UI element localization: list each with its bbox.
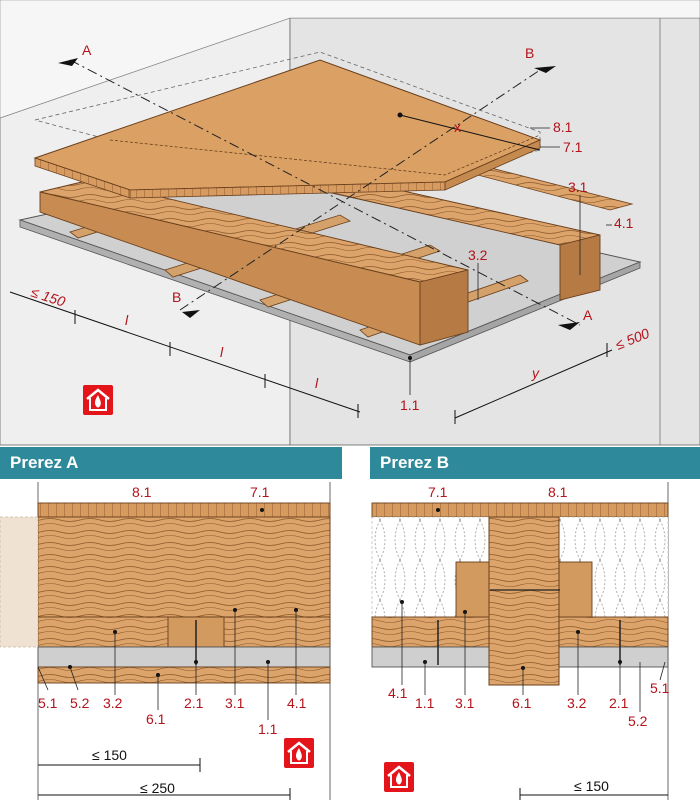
sec-a-dim-150: ≤ 150 [92,747,127,763]
section-b-drawing: 7.1 8.1 4.1 1.1 3.1 6.1 3.2 2.1 5.1 5.2 … [371,482,670,800]
sec-b-label-4-1: 4.1 [388,685,408,701]
sec-a-label-1-1: 1.1 [258,721,278,737]
sec-a-label-4-1: 4.1 [287,695,307,711]
iso-label-span-2: l [220,344,224,360]
sec-b-label-8-1: 8.1 [548,484,568,500]
span-dimension-line [9,291,361,413]
iso-label-y: y [531,365,540,381]
sec-b-label-7-1: 7.1 [428,484,448,500]
iso-label-span-3: l [315,375,319,391]
y-dimension-line [454,349,613,419]
section-a-joist-upper [37,516,331,618]
sec-b-label-6-1: 6.1 [512,695,532,711]
fire-safety-icon [284,738,314,768]
section-b-title: Prerez B [370,447,700,479]
section-b-board [371,502,669,518]
sec-b-label-5-1: 5.1 [650,680,670,696]
sec-a-label-5-2: 5.2 [70,695,90,711]
section-line-b [179,69,541,311]
sec-a-label-7-1: 7.1 [250,484,270,500]
sec-a-label-6-1: 6.1 [146,711,166,727]
section-a-title: Prerez A [0,447,342,479]
section-b-right-block [557,561,593,618]
section-a-plasterboard [37,646,331,668]
iso-label-1-1: 1.1 [400,397,420,413]
iso-section-a-bottom: A [583,307,593,323]
fire-safety-icon [384,762,414,792]
iso-label-4-1: 4.1 [614,215,634,231]
sec-b-label-1-1: 1.1 [415,695,435,711]
sec-a-label-2-1: 2.1 [184,695,204,711]
iso-label-3-1: 3.1 [568,179,588,195]
sec-b-dim-150: ≤ 150 [574,778,609,794]
sec-a-label-3-1: 3.1 [225,695,245,711]
iso-label-7-1: 7.1 [563,139,583,155]
iso-section-b-bottom: B [172,289,181,305]
sec-b-label-3-1: 3.1 [455,695,475,711]
wall-ceiling [0,0,700,119]
section-a-board [37,502,331,518]
sec-a-dim-250: ≤ 250 [140,780,175,796]
iso-label-3-2: 3.2 [468,247,488,263]
sec-a-label-8-1: 8.1 [132,484,152,500]
sec-a-label-3-2: 3.2 [103,695,123,711]
sec-b-label-5-2: 5.2 [628,713,648,729]
iso-section-b-top: B [525,45,534,61]
sec-b-label-3-2: 3.2 [567,695,587,711]
section-a-drawing: 8.1 7.1 3.2 3.1 4.1 5.1 5.2 6.1 2.1 1.1 … [0,482,331,800]
section-b-main-beam [488,516,560,686]
iso-label-8-1: 8.1 [553,119,573,135]
fire-safety-icon [83,385,113,415]
section-line-a [69,59,581,326]
iso-label-x: x [454,119,461,135]
section-a-ceiling-board [37,666,331,684]
iso-label-span-1: l [125,312,129,328]
section-b-left-block [455,561,491,618]
iso-section-a-top: A [82,42,92,58]
isometric-view: A B B A x 8.1 7.1 3.1 4.1 3.2 1.1 ≤ 150 … [0,0,700,446]
sec-b-label-2-1: 2.1 [609,695,629,711]
sec-a-label-5-1: 5.1 [38,695,58,711]
